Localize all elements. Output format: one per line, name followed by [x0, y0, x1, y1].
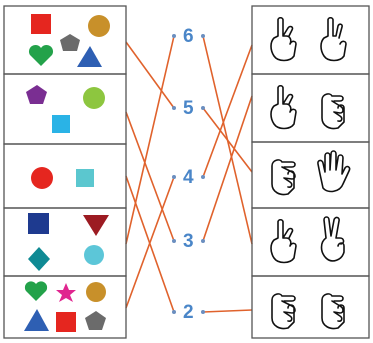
- hand-icon: [271, 86, 296, 129]
- right-column: [252, 6, 369, 338]
- red-square: [56, 312, 76, 332]
- darkred-triangle: [83, 215, 109, 236]
- teal-diamond: [28, 247, 50, 271]
- connector-line-box-1-n5: [126, 42, 174, 108]
- number-label: 2: [183, 302, 194, 323]
- shape-box-2: [4, 74, 126, 144]
- number-label: 3: [183, 231, 194, 252]
- teal-square: [76, 169, 94, 187]
- gray-pentagon: [85, 311, 106, 330]
- hand-icon: [322, 294, 344, 329]
- number-label: 4: [183, 167, 194, 188]
- connector-line-box-2-n3: [126, 112, 174, 241]
- shape-box-3: [4, 144, 126, 208]
- number-5: 5: [172, 98, 205, 119]
- connector-line-n2-hand-box-5: [203, 310, 252, 312]
- blue-triangle: [77, 46, 102, 67]
- gray-pentagon: [60, 34, 80, 51]
- box-5-shapes: [24, 281, 106, 332]
- blue-triangle: [24, 309, 49, 331]
- hand-box-2: [252, 74, 369, 142]
- cyan-square: [52, 115, 70, 133]
- number-4: 4: [172, 167, 205, 188]
- number-label: 5: [183, 98, 194, 119]
- hand-icon: [321, 18, 346, 61]
- green-heart-icon: [29, 45, 53, 66]
- hand-icon: [322, 217, 345, 261]
- hand-icon: [272, 294, 295, 329]
- hand-icon: [271, 220, 296, 263]
- red-circle: [31, 167, 53, 189]
- red-square: [31, 14, 51, 34]
- gold-circle: [88, 15, 110, 37]
- hand-box-5: [252, 276, 369, 338]
- gold-circle: [86, 282, 106, 302]
- number-label: 6: [183, 26, 194, 47]
- hand-icon: [318, 151, 350, 191]
- number-6: 6: [172, 26, 205, 47]
- box-4-shapes: [28, 213, 109, 271]
- box-1-shapes: [29, 14, 110, 67]
- purple-pentagon: [26, 85, 47, 104]
- hand-box-1: [252, 6, 369, 74]
- magenta-star: [56, 283, 76, 302]
- cyan-circle: [84, 245, 104, 265]
- box-2-shapes: [26, 85, 105, 133]
- hand-icon: [271, 18, 296, 61]
- shape-box-4: [4, 208, 126, 276]
- box-3-shapes: [31, 167, 94, 189]
- green-heart-icon: [25, 281, 47, 301]
- hand-icon: [272, 160, 295, 195]
- green-circle: [83, 87, 105, 109]
- hand-icon: [322, 94, 344, 129]
- hands-group: [271, 18, 350, 329]
- navy-square: [28, 213, 49, 234]
- number-2: 2: [172, 302, 205, 323]
- number-column: 6 5 4 3 2: [172, 26, 205, 323]
- hand-box-4: [252, 208, 369, 276]
- connector-line-box-4-n6: [126, 36, 174, 244]
- number-3: 3: [172, 231, 205, 252]
- hand-box-3: [252, 142, 369, 208]
